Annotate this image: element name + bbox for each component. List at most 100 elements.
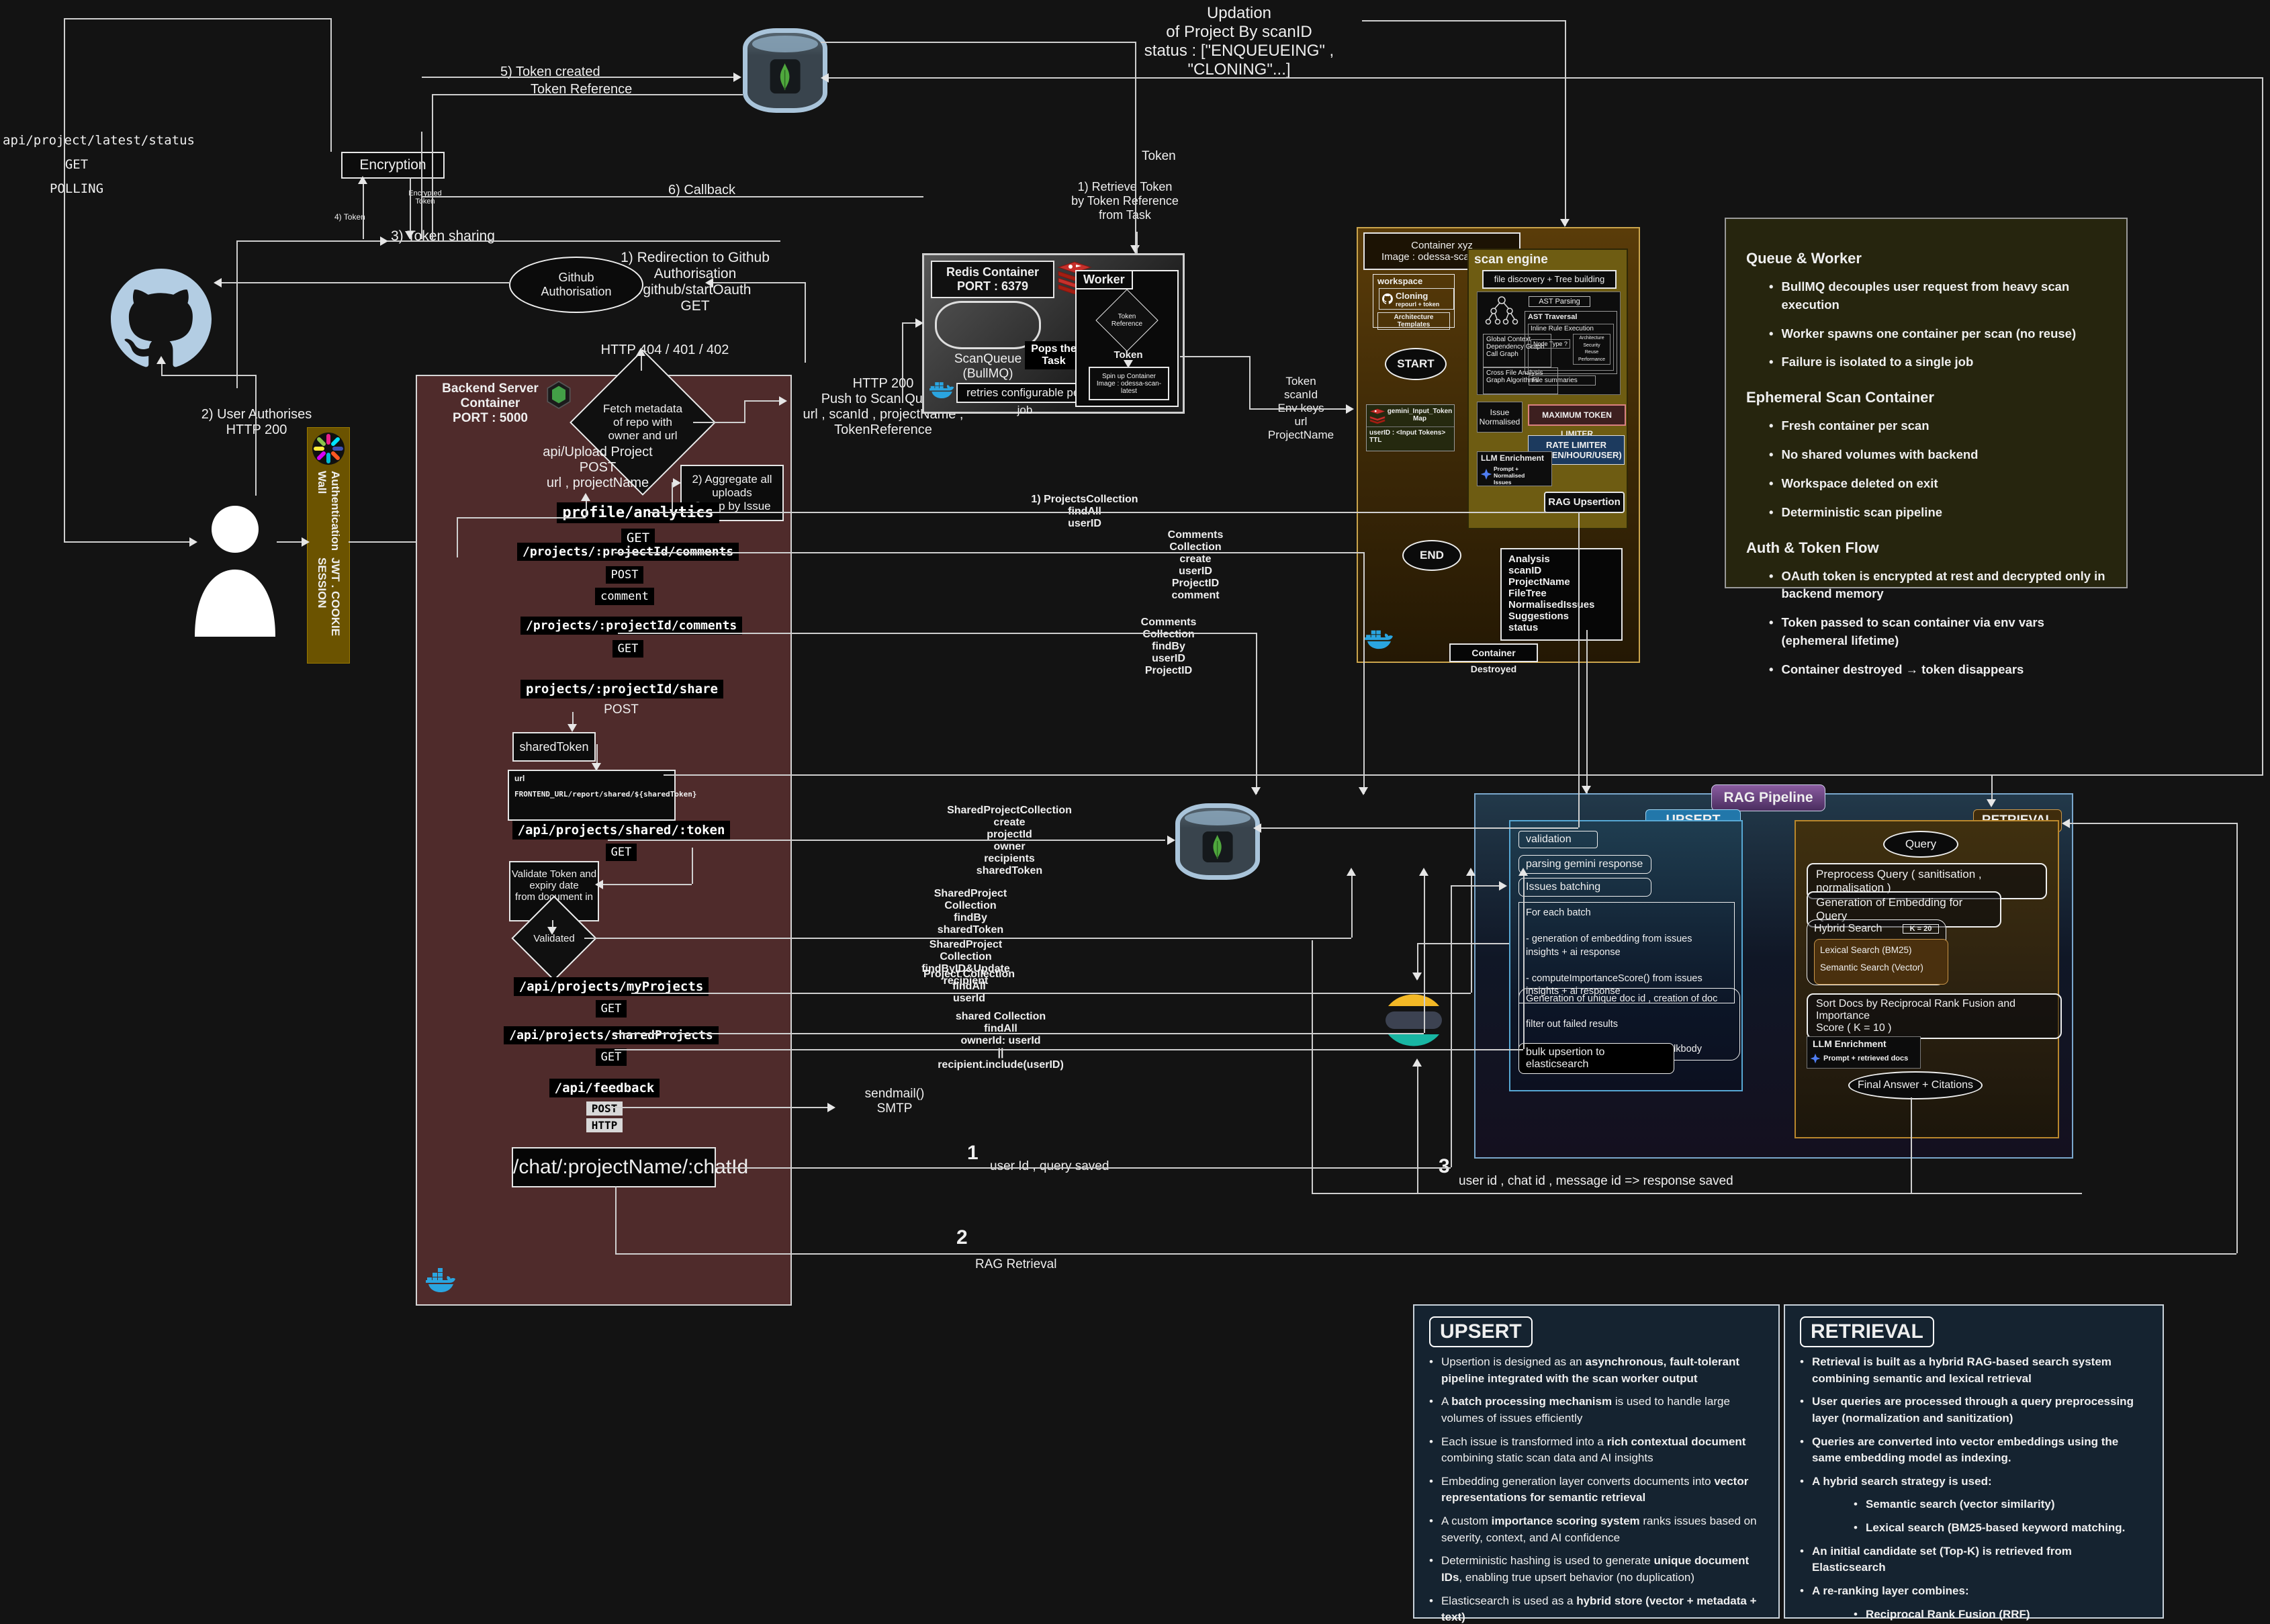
query-node: Query (1883, 831, 1958, 858)
cloning-sub: repourl + token (1396, 300, 1440, 308)
shared-projects-endpoint: /api/projects/sharedProjects GET (504, 1026, 719, 1066)
gemini-map-title: gemini_Input_Token Map (1387, 408, 1453, 422)
share-path: projects/:projectId/share (520, 680, 723, 698)
retrieval-notes-list: •Retrieval is built as a hybrid RAG-base… (1800, 1355, 2134, 1621)
url-label: url (514, 774, 525, 783)
max-token-limiter-box: MAXIMUM TOKEN LIMITER (1528, 404, 1626, 439)
upsert-notes-title: UPSERT (1429, 1316, 1533, 1347)
my-projects-method: GET (595, 1000, 627, 1018)
projects-collection-label: 1) ProjectsCollection findAll userID (1031, 494, 1138, 529)
github-authorisation-node: Github Authorisation (509, 257, 643, 313)
ast-traversal-title: AST Traversal (1528, 313, 1578, 321)
encryption-box: Encryption (341, 152, 445, 179)
comments-find-label: Comments Collection findBy userID Projec… (1140, 617, 1197, 676)
auth-wall: Authentication Wall JWT . COOKIE SESSION (307, 427, 350, 664)
comments-post-method: POST (605, 566, 644, 584)
shared-get-method: GET (605, 844, 637, 861)
rag-upsertion-box: RAG Upsertion (1544, 492, 1625, 513)
shared-find-label: SharedProject Collection findBy sharedTo… (934, 888, 1007, 936)
redis-container: Redis Container PORT : 6379 ScanQueue (B… (922, 253, 1185, 416)
node-icon (545, 380, 572, 413)
end-node: END (1402, 540, 1461, 571)
worker-token-diamond: Token Reference (1095, 289, 1159, 352)
comments-post-arg: comment (595, 588, 654, 605)
share-endpoint: projects/:projectId/share POST (520, 680, 723, 717)
gemini-icon (1480, 468, 1492, 480)
workspace-box: workspace Cloning repourl + token Archit… (1373, 274, 1455, 330)
llm-title: LLM Enrichment (1813, 1038, 1887, 1049)
pops-task-label: Pops the Task (1025, 341, 1083, 369)
lexical-search: Lexical Search (BM25) (1820, 945, 1912, 955)
start-node: START (1385, 348, 1447, 380)
hybrid-search-title: Hybrid Search (1814, 923, 1882, 934)
ast-parsing-box: AST Parsing (1529, 296, 1590, 307)
retrieval-notes-title: RETRIEVAL (1800, 1316, 1934, 1347)
scan-queue-label: ScanQueue (BullMQ) (954, 352, 1022, 381)
feedback-endpoint: /api/feedback POST HTTP (531, 1079, 678, 1132)
llm-enrichment-sub: Prompt + Normalised Issues (1494, 465, 1525, 486)
global-context-box: Global Context Dependency Graph Call Gra… (1483, 334, 1551, 367)
token4-label: 4) Token (334, 212, 365, 222)
inline-rule-box: Inline Rule Execution Node Type ? Archit… (1528, 324, 1614, 371)
llm-enrichment-box: LLM Enrichment Prompt + Normalised Issue… (1477, 451, 1552, 486)
auth-wall-sub: JWT . COOKIE SESSION (316, 557, 342, 637)
sort-docs-step: Sort Docs by Reciprocal Rank Fusion and … (1807, 993, 2062, 1039)
mongodb-icon (743, 28, 827, 113)
bulk-upsert-step: bulk upsertion to elasticsearch (1518, 1043, 1674, 1074)
polling-endpoint: api/project/latest/status GET POLLING (3, 133, 195, 196)
gemini-icon (1810, 1053, 1821, 1064)
shared-projects-path: /api/projects/sharedProjects (504, 1026, 719, 1044)
ast-traversal-box: AST Traversal Inline Rule Execution Node… (1525, 311, 1617, 374)
node-kinds-box: Architecture Security Reuse Performance (1573, 334, 1610, 365)
scan-container: Container xyz Image : odessa-scan-latest… (1357, 227, 1640, 674)
inline-rule-title: Inline Rule Execution (1531, 325, 1594, 332)
redis-logo-icon (1369, 408, 1386, 424)
frontend-url: FRONTEND_URL/report/shared/${sharedToken… (514, 790, 697, 799)
worker-box: Worker Token Reference Token Spin up Con… (1075, 270, 1179, 407)
spin-up-box: Spin up Container Image : odessa-scan- l… (1089, 367, 1169, 400)
worker-title: Worker (1075, 270, 1133, 289)
architecture-templates-box: Architecture Templates (1377, 312, 1450, 330)
rag-pipeline-badge: RAG Pipeline (1711, 784, 1825, 811)
hybrid-search-box: Hybrid Search K = 20 Lexical Search (BM2… (1807, 919, 1948, 985)
retrieval-box: Query Preprocess Query ( sanitisation , … (1795, 820, 2062, 1138)
final-answer-node: Final Answer + Citations (1848, 1071, 1983, 1099)
project-find-label: Project Collection findAll userId (923, 968, 1015, 1004)
shared-all-label: shared Collection findAll ownerId: userI… (938, 1011, 1064, 1071)
retries-box: retries configurable per job (956, 383, 1093, 416)
cross-file-box: Cross File Analysis Graph Algorithms (1483, 367, 1558, 394)
feedback-proto: HTTP (586, 1118, 623, 1132)
token-created-label: 5) Token created (500, 64, 600, 79)
gemini-token-map-box: gemini_Input_Token Map userID : <Input T… (1366, 404, 1455, 451)
gemini-map-sub: userID : <Input Tokens> TTL (1369, 429, 1446, 444)
github-icon (1382, 294, 1393, 304)
http-error-label: HTTP 404 / 401 / 402 (600, 343, 729, 357)
validation-step: validation (1518, 831, 1598, 848)
comments-get-path: /projects/:projectId/comments (520, 617, 743, 635)
auth-wall-title: Authentication Wall (316, 471, 342, 551)
polling-mode: POLLING (49, 181, 104, 196)
batching-step: Issues batching (1518, 878, 1651, 897)
scan-engine-title: scan engine (1474, 253, 1548, 267)
issue-normalised-box: Issue Normalised (1477, 402, 1523, 433)
shared-get-endpoint: /api/projects/shared/:token GET (510, 821, 732, 861)
sendmail-label: sendmail() SMTP (864, 1087, 925, 1116)
cloning-box: Cloning repourl + token (1379, 288, 1454, 310)
k20-badge: K = 20 (1903, 924, 1939, 934)
link-3-number: 3 (1439, 1155, 1450, 1177)
for-each-batch-step: For each batch - generation of embedding… (1518, 902, 1735, 1003)
upsert-notes-list: •Upsertion is designed as an asynchronou… (1429, 1355, 1757, 1624)
comments-post-endpoint: /projects/:projectId/comments POST comme… (517, 543, 739, 605)
analysis-box: Analysis scanID ProjectName FileTree Nor… (1500, 548, 1623, 641)
shared-projects-method: GET (595, 1048, 627, 1066)
frontend-url-box: url FRONTEND_URL/report/shared/${sharedT… (508, 770, 697, 821)
rate-limiter-box: RATE LIMITER (TOKEN/HOUR/USER) (1528, 435, 1625, 465)
link-1-number: 1 (967, 1142, 979, 1164)
hybrid-inner-box: Lexical Search (BM25) Semantic Search (V… (1814, 939, 1948, 985)
upload-endpoint: api/Upload Project POST url , projectNam… (543, 445, 653, 490)
docker-icon (426, 1268, 457, 1297)
container-destroyed-box: Container Destroyed (1449, 643, 1538, 674)
shared-token-box: sharedToken (512, 732, 596, 762)
link-3-label: user id , chat id , message id => respon… (1459, 1174, 1733, 1188)
share-method: POST (604, 703, 639, 717)
